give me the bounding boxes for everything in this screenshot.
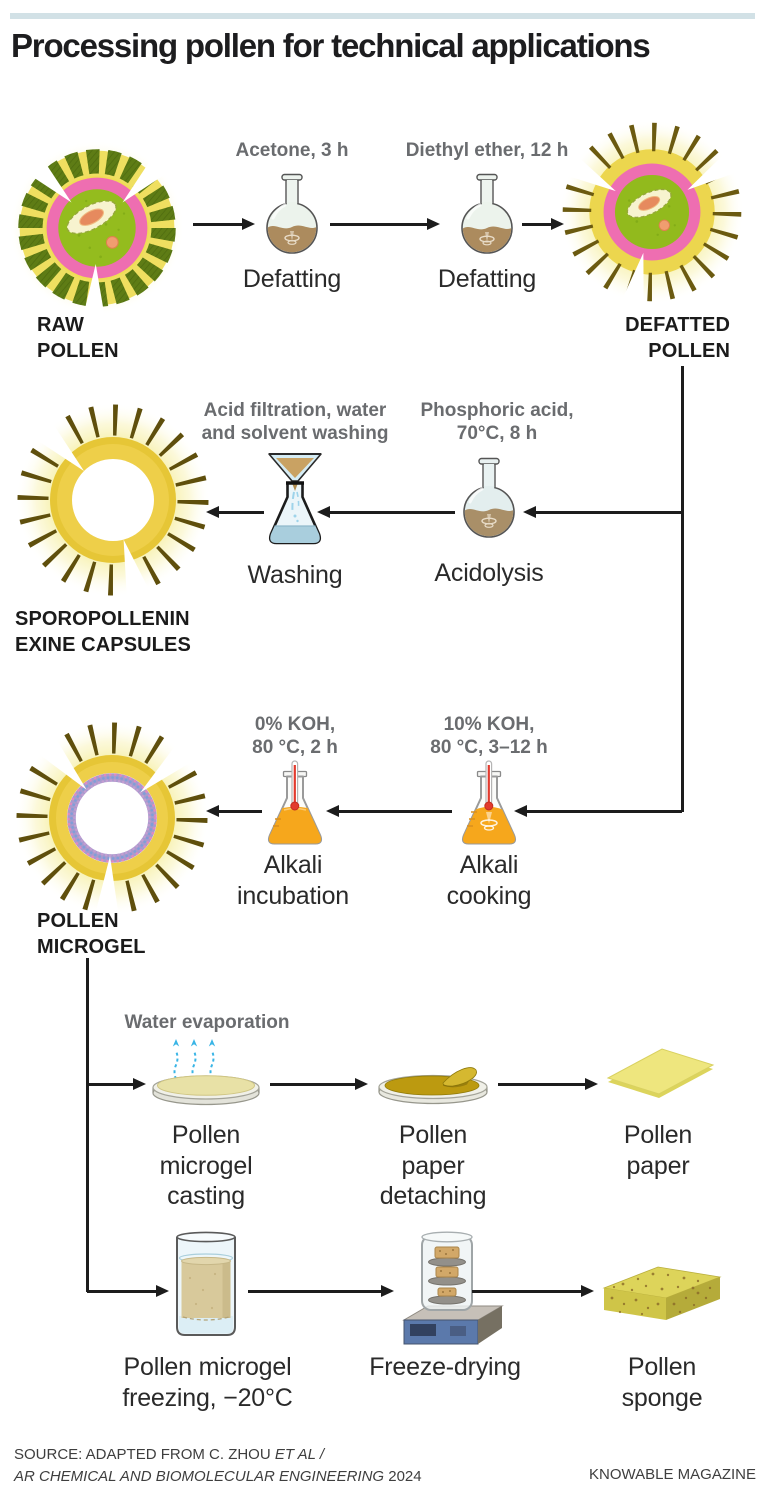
step-label-defatting-1: Defatting <box>242 265 342 293</box>
step-label-casting: Pollen microgel casting <box>159 1121 253 1210</box>
flow-connector-defatted <box>681 366 684 812</box>
arrow-to-alkali-cooking <box>514 804 682 817</box>
pollen-microgel-icon <box>16 722 208 918</box>
condition-koh-0: 0% KOH, 80 °C, 2 h <box>252 714 338 758</box>
top-accent-bar <box>10 13 755 19</box>
condition-koh-10: 10% KOH, 80 °C, 3–12 h <box>430 714 548 758</box>
washing-flask-icon <box>268 453 322 545</box>
arrow-detaching-to-paper <box>498 1077 598 1090</box>
page-title: Processing pollen for technical applicat… <box>11 27 651 64</box>
arrow-casting-to-detaching <box>270 1077 368 1090</box>
pollen-microgel-label: POLLEN MICROGEL <box>37 910 146 958</box>
step-label-acidolysis: Acidolysis <box>434 559 544 587</box>
source-journal: AR CHEMICAL AND BIOMOLECULAR ENGINEERING <box>14 1468 385 1485</box>
arrow-raw-to-defatting1 <box>193 217 255 230</box>
casting-petri-dish-icon <box>152 1075 260 1106</box>
step-label-detaching: Pollen paper detaching <box>379 1121 487 1210</box>
sporopollenin-icon <box>17 404 209 599</box>
condition-acetone: Acetone, 3 h <box>235 140 349 161</box>
arrow-defatting2-to-defatted <box>522 217 564 230</box>
arrow-washing-to-sporopollenin <box>206 505 264 518</box>
flow-connector-microgel <box>86 958 89 1292</box>
alkali-incubation-flask-icon <box>267 760 323 845</box>
publisher-credit: KNOWABLE MAGAZINE <box>589 1466 756 1483</box>
pollen-sponge-label: Pollen sponge <box>621 1353 703 1412</box>
arrow-defatting1-to-defatting2 <box>330 217 440 230</box>
step-label-alkali-incubation: Alkali incubation <box>237 851 349 910</box>
arrow-cooking-to-incubation <box>326 804 452 817</box>
sporopollenin-label: SPOROPOLLENIN EXINE CAPSULES <box>15 608 191 656</box>
condition-phosphoric-acid: Phosphoric acid, 70°C, 8 h <box>420 400 574 444</box>
detaching-dish-icon <box>378 1067 488 1105</box>
arrow-to-casting <box>87 1077 146 1090</box>
pollen-paper-icon <box>606 1048 715 1098</box>
pollen-paper-label: Pollen paper <box>623 1121 693 1180</box>
step-label-washing: Washing <box>247 561 343 589</box>
source-credit: SOURCE: ADAPTED FROM C. ZHOU ET AL / AR … <box>14 1444 422 1488</box>
raw-pollen-icon <box>10 141 184 318</box>
arrow-to-freezing <box>87 1284 169 1297</box>
step-label-defatting-2: Defatting <box>437 265 537 293</box>
condition-water-evaporation: Water evaporation <box>124 1012 290 1033</box>
source-prefix: SOURCE: ADAPTED FROM C. ZHOU <box>14 1446 275 1463</box>
freezing-beaker-icon <box>176 1231 236 1336</box>
defatted-pollen-icon <box>560 120 744 307</box>
acidolysis-flask-icon <box>463 457 515 538</box>
condition-acid-filtration: Acid filtration, water and solvent washi… <box>201 400 389 444</box>
step-label-freezing: Pollen microgel freezing, −20°C <box>122 1353 293 1412</box>
evaporation-arrows-icon <box>172 1039 216 1080</box>
arrow-incubation-to-microgel <box>206 804 262 817</box>
raw-pollen-label: RAW POLLEN <box>37 314 119 362</box>
freeze-dryer-icon <box>402 1231 504 1345</box>
arrow-freezedrying-to-sponge <box>472 1284 594 1297</box>
arrow-acidolysis-to-washing <box>317 505 455 518</box>
step-label-alkali-cooking: Alkali cooking <box>446 851 532 910</box>
step-label-freeze-drying: Freeze-drying <box>369 1353 521 1381</box>
source-year: 2024 <box>384 1468 422 1485</box>
arrow-freezing-to-freezedrying <box>248 1284 394 1297</box>
defatting-flask-2-icon <box>461 173 513 254</box>
defatted-pollen-label: DEFATTED POLLEN <box>625 314 730 362</box>
source-etal: ET AL / <box>274 1446 325 1463</box>
pollen-sponge-icon <box>602 1266 722 1320</box>
arrow-to-acidolysis <box>523 505 682 518</box>
defatting-flask-1-icon <box>266 173 318 254</box>
condition-diethyl-ether: Diethyl ether, 12 h <box>405 140 569 161</box>
alkali-cooking-flask-icon <box>461 760 517 845</box>
